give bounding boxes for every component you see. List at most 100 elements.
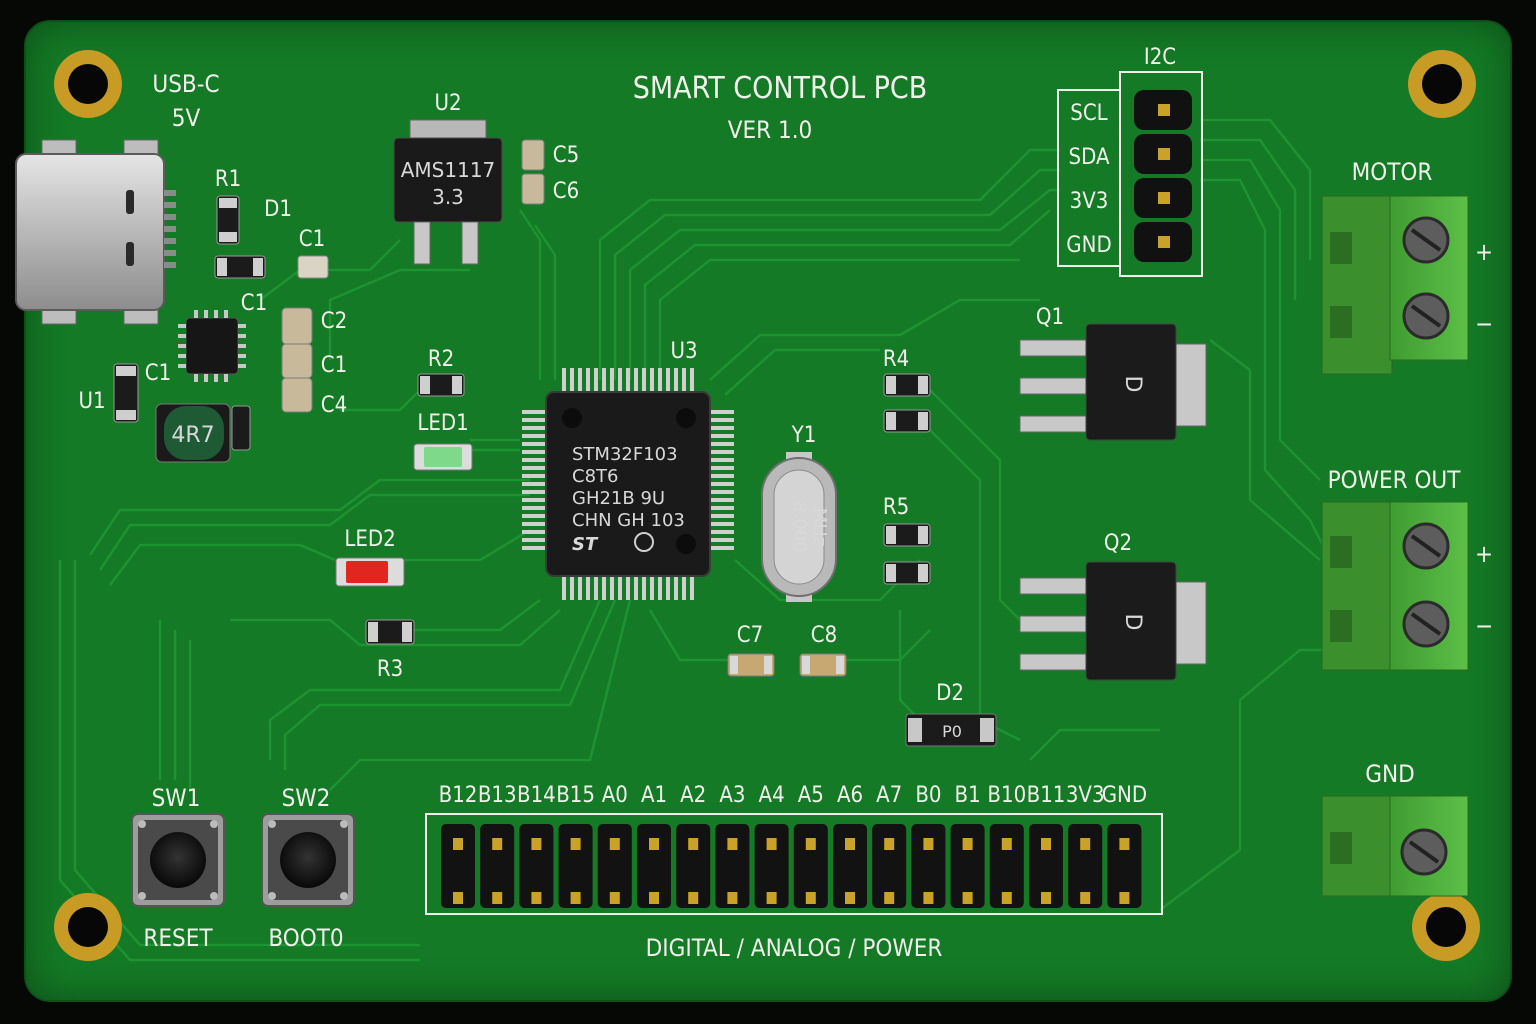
header-label-b1: B1 [955, 783, 981, 808]
ref-c1-mid: C1 [241, 291, 267, 316]
gpio-header[interactable] [441, 824, 1142, 908]
usb-label: USB-C [152, 70, 219, 98]
header-pin-b1[interactable] [950, 824, 985, 908]
header-pin-b13[interactable] [480, 824, 515, 908]
ref-r4: R4 [883, 347, 909, 372]
mounting-holes [54, 50, 1480, 961]
power-out-label: POWER OUT [1328, 466, 1462, 494]
power-out-plus: + [1475, 540, 1493, 568]
mcu-marking-3: GH21B 9U [572, 488, 665, 509]
ic-u1 [178, 310, 246, 382]
ref-y1: Y1 [791, 423, 817, 448]
led1-green [413, 443, 473, 471]
header-pin-a4[interactable] [754, 824, 789, 908]
resistors-r4 [883, 373, 931, 433]
inductor [155, 403, 251, 463]
resistor-r2 [417, 373, 465, 397]
motor-terminal[interactable] [1321, 195, 1469, 375]
capacitor-c6 [521, 173, 545, 205]
ref-r5: R5 [883, 495, 909, 520]
i2c-pin-3v3: 3V3 [1070, 189, 1109, 214]
ref-c4: C4 [321, 393, 347, 418]
gnd-terminal-label: GND [1365, 760, 1415, 788]
header-pin-b10[interactable] [989, 824, 1024, 908]
header-label-a7: A7 [876, 783, 902, 808]
i2c-header[interactable] [1057, 71, 1203, 277]
ref-d1: D1 [264, 197, 292, 222]
header-pin-b11[interactable] [1029, 824, 1063, 908]
ref-q2: Q2 [1104, 531, 1132, 556]
ref-c1-left: C1 [145, 361, 171, 386]
header-label-b0: B0 [915, 783, 941, 808]
header-label-b13: B13 [478, 783, 517, 808]
header-pin-b12[interactable] [441, 824, 475, 908]
st-logo: ST [572, 534, 599, 555]
header-label-b10: B10 [987, 783, 1026, 808]
gpio-header-outline [425, 813, 1163, 915]
diode-d2 [905, 713, 997, 747]
capacitor-c8 [799, 653, 847, 677]
ref-u1: U1 [78, 389, 105, 414]
header-label-b15: B15 [556, 783, 595, 808]
header-pin-a2[interactable] [676, 824, 711, 908]
ref-c8: C8 [811, 623, 837, 648]
q2-marking: D [1120, 614, 1145, 631]
header-label-a2: A2 [680, 783, 706, 808]
power-out-minus: − [1475, 612, 1493, 640]
capacitor-c7 [727, 653, 775, 677]
crystal-y1 [761, 452, 837, 602]
usb-c-connector[interactable] [15, 139, 176, 325]
header-label-a4: A4 [759, 783, 785, 808]
boot0-button[interactable] [261, 813, 355, 907]
header-pin-b0[interactable] [911, 824, 946, 908]
reset-button[interactable] [131, 813, 225, 907]
header-pin-a1[interactable] [637, 824, 671, 908]
ref-sw1: SW1 [152, 784, 201, 812]
header-label-a5: A5 [798, 783, 824, 808]
boot0-label: BOOT0 [268, 924, 343, 952]
d2-marking: P0 [942, 722, 962, 741]
header-pin-b15[interactable] [558, 824, 593, 908]
header-pin-a3[interactable] [715, 824, 750, 908]
motor-label: MOTOR [1352, 158, 1433, 186]
gnd-terminal[interactable] [1321, 795, 1469, 897]
ref-sw2: SW2 [282, 784, 331, 812]
header-pin-a7[interactable] [872, 824, 907, 908]
header-pin-a0[interactable] [597, 824, 632, 908]
header-label-b14: B14 [517, 783, 556, 808]
capacitor-c1-top [297, 255, 329, 279]
ref-d2: D2 [936, 681, 964, 706]
mcu-marking-2: C8T6 [572, 466, 618, 487]
motor-minus: − [1475, 310, 1493, 338]
inductor-marking: 4R7 [171, 423, 214, 448]
header-label-a6: A6 [837, 783, 863, 808]
i2c-title: I2C [1144, 45, 1176, 70]
power-out-terminal[interactable] [1321, 501, 1469, 671]
q1-marking: D [1120, 376, 1145, 393]
capacitor-stack [281, 307, 313, 413]
ref-c6: C6 [553, 179, 579, 204]
header-label-a1: A1 [641, 783, 667, 808]
ce-mark-icon [634, 532, 654, 552]
ref-r3: R3 [377, 657, 403, 682]
header-caption: DIGITAL / ANALOG / POWER [646, 934, 943, 962]
header-pin-b14[interactable] [519, 824, 554, 908]
header-pin-a6[interactable] [833, 824, 867, 908]
header-label-a0: A0 [602, 783, 628, 808]
regulator-marking-2: 3.3 [432, 185, 464, 209]
mosfet-q1 [1019, 323, 1207, 441]
header-pin-gnd[interactable] [1107, 824, 1142, 908]
ref-led2: LED2 [344, 527, 395, 552]
ref-c7: C7 [737, 623, 763, 648]
header-pin-3v3[interactable] [1068, 824, 1103, 908]
resistor-r1 [216, 195, 240, 245]
ref-r2: R2 [428, 347, 454, 372]
ref-c2: C2 [321, 309, 347, 334]
ref-u2: U2 [434, 91, 461, 116]
header-label-3v3: 3V3 [1066, 783, 1105, 808]
mcu-u3 [522, 368, 734, 600]
header-pin-a5[interactable] [793, 824, 828, 908]
ref-u3: U3 [670, 339, 697, 364]
usb-voltage-label: 5V [172, 104, 201, 132]
